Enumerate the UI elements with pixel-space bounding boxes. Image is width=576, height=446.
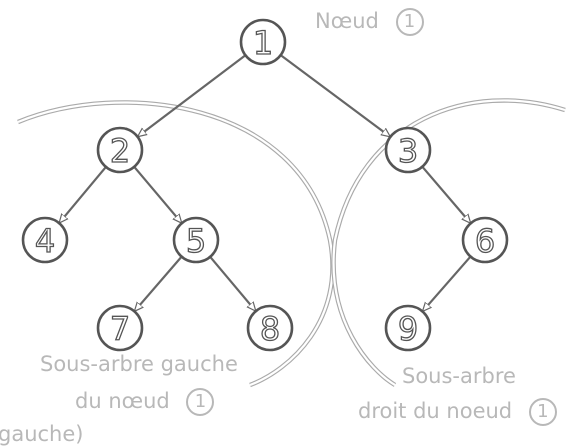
edge-1-3 [279,54,390,136]
right-subtree-label-text: droit du noeud [358,399,513,423]
nodes: 1 2 3 4 5 6 7 8 9 [21,18,509,352]
node-1: 1 [239,18,287,66]
node-3: 3 [384,126,432,174]
node-circle [384,304,432,352]
node-label: 2 [110,132,130,170]
node-label: 9 [398,310,418,348]
right-subtree-label-num: 1 [528,398,557,426]
left-subtree-label-num: 1 [186,388,215,416]
node-circle [384,126,432,174]
node-circle [461,216,509,264]
node-label: 4 [35,222,55,260]
left-subtree-boundary [17,100,335,388]
node-label: 5 [186,222,206,260]
edge-6-9 [423,255,472,311]
left-subtree-label-line2: du nœud 1 [75,388,215,416]
root-label-num: 1 [395,8,424,36]
edge-2-4 [60,166,107,222]
edges [60,54,472,311]
edge-3-6 [421,166,470,223]
node-label: 7 [110,310,130,348]
left-subtree-label-text: du nœud [75,389,170,413]
node-8: 8 [246,304,294,352]
node-9: 9 [384,304,432,352]
binary-tree-diagram: 1 2 3 4 5 6 7 8 9 [17,18,566,388]
node-label: 6 [475,222,495,260]
right-subtree-boundary [331,98,566,387]
right-subtree-label-line2: droit du noeud 1 [358,398,557,426]
node-7: 7 [96,304,144,352]
node-4: 4 [21,216,69,264]
node-circle [96,304,144,352]
node-circle [239,18,287,66]
node-5: 5 [172,216,220,264]
edge-5-7 [135,255,183,311]
left-subtree-label-line1: Sous-arbre gauche [40,352,238,376]
node-circle [172,216,220,264]
node-label: 1 [253,24,273,62]
node-circle [21,216,69,264]
node-2: 2 [96,126,144,174]
edge-5-8 [209,256,255,311]
node-label: 3 [398,132,418,170]
edge-1-2 [138,54,247,136]
node-6: 6 [461,216,509,264]
right-subtree-label-line1: Sous-arbre [402,364,516,388]
node-circle [246,304,294,352]
root-label: Nœud 1 [315,8,424,36]
node-label: 8 [260,310,280,348]
edge-2-5 [133,166,181,223]
left-subtree-label-cut: gauche) [0,422,84,446]
node-circle [96,126,144,174]
root-label-text: Nœud [315,9,379,33]
